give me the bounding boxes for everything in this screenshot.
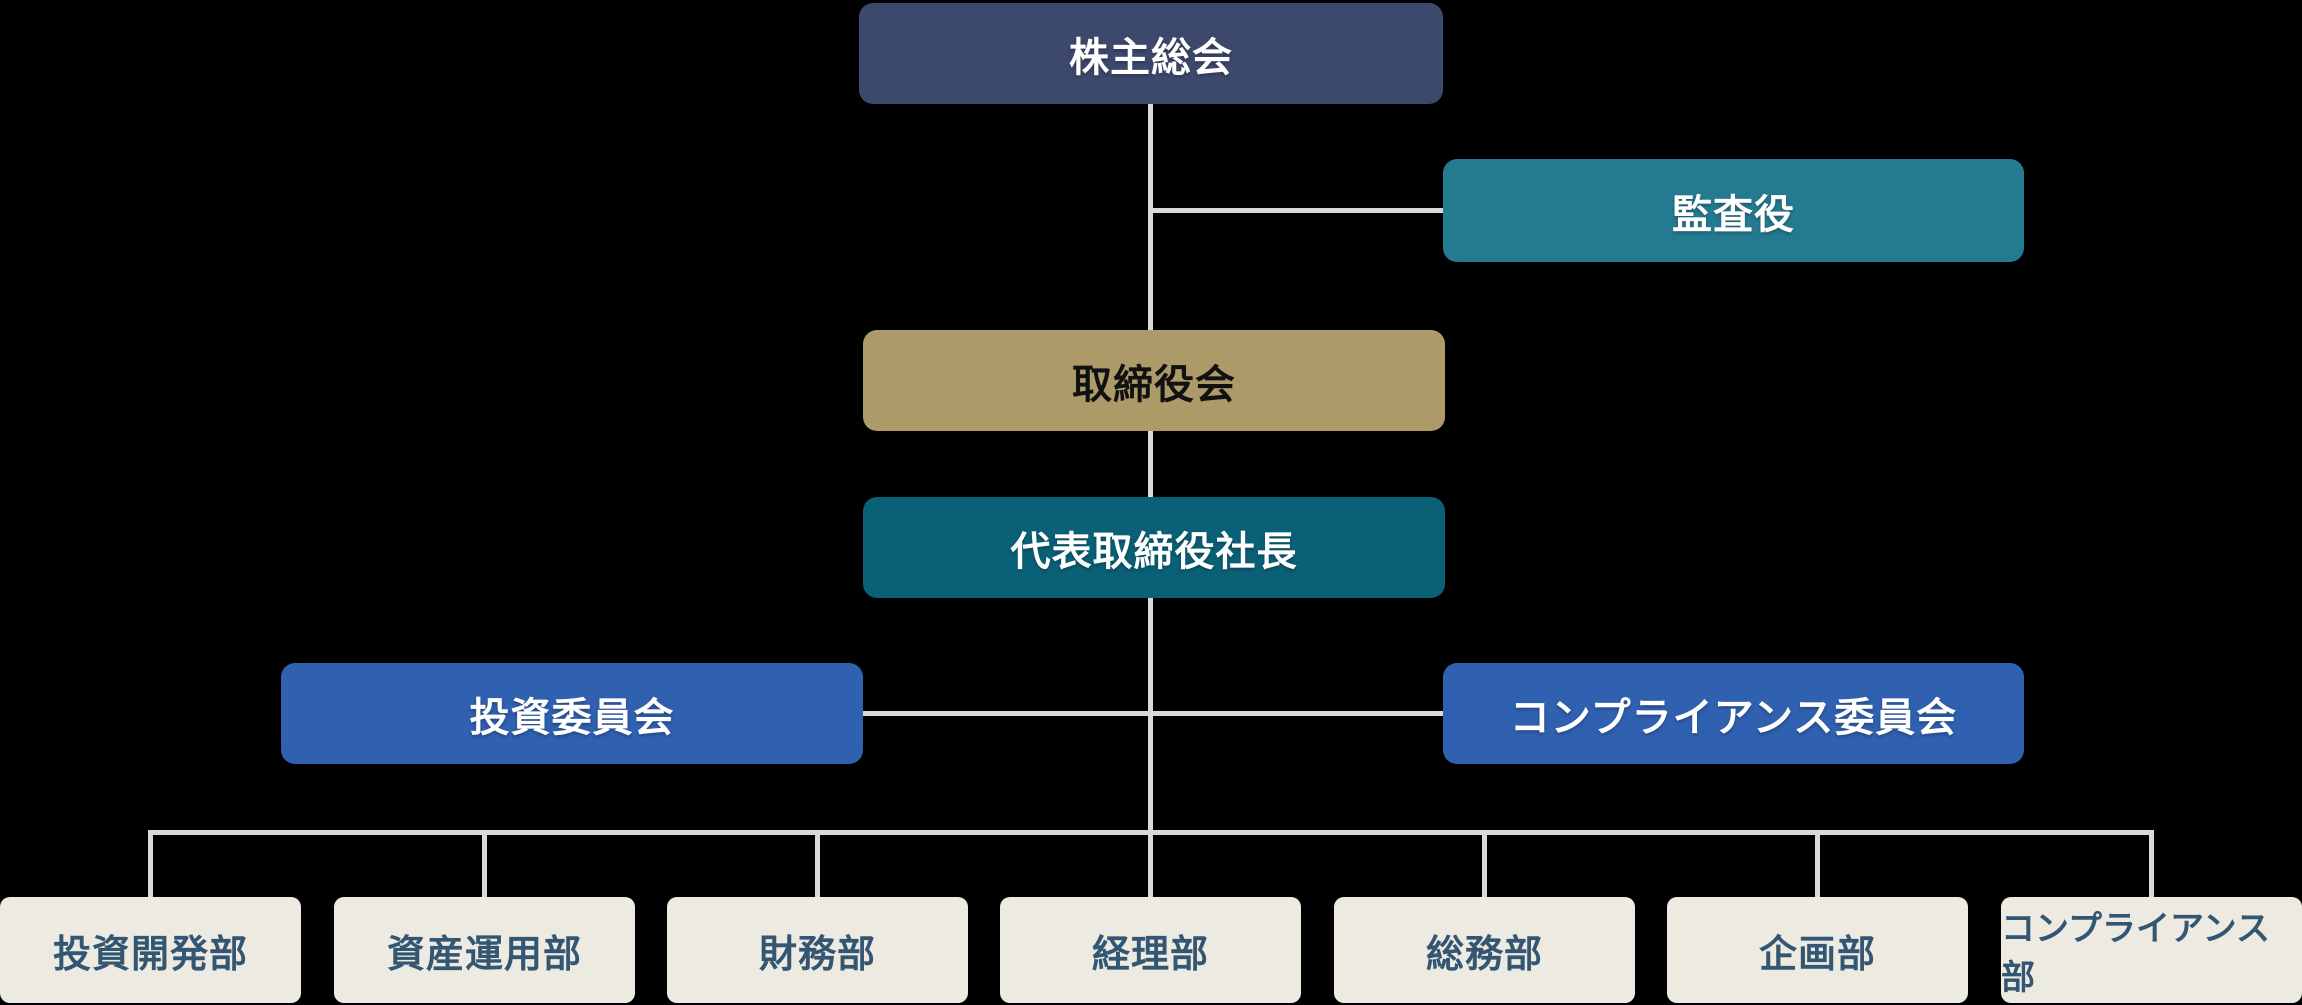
connector-main-trunk — [1148, 103, 1153, 835]
connector-drop-planning — [1815, 830, 1820, 899]
node-dept-planning: 企画部 — [1667, 897, 1968, 1003]
connector-drop-compliance-dept — [2149, 830, 2154, 899]
node-representative-director-president: 代表取締役社長 — [863, 497, 1445, 598]
connector-drop-accounting — [1148, 830, 1153, 899]
node-board-of-directors: 取締役会 — [863, 330, 1445, 431]
connector-auditor-link — [1151, 208, 1447, 213]
connector-drop-investment-dev — [148, 830, 153, 899]
connector-drop-asset-mgmt — [482, 830, 487, 899]
connector-committee-link — [860, 711, 1447, 716]
node-dept-asset-management: 資産運用部 — [334, 897, 635, 1003]
node-dept-compliance: コンプライアンス部 — [2001, 897, 2302, 1003]
node-investment-committee: 投資委員会 — [281, 663, 863, 764]
node-shareholders-meeting: 株主総会 — [859, 3, 1443, 104]
connector-drop-finance — [815, 830, 820, 899]
connector-drop-general-affairs — [1482, 830, 1487, 899]
node-dept-investment-development: 投資開発部 — [0, 897, 301, 1003]
node-auditor: 監査役 — [1443, 159, 2024, 262]
node-dept-general-affairs: 総務部 — [1334, 897, 1635, 1003]
node-dept-accounting: 経理部 — [1000, 897, 1301, 1003]
node-compliance-committee: コンプライアンス委員会 — [1443, 663, 2024, 764]
node-dept-finance: 財務部 — [667, 897, 968, 1003]
